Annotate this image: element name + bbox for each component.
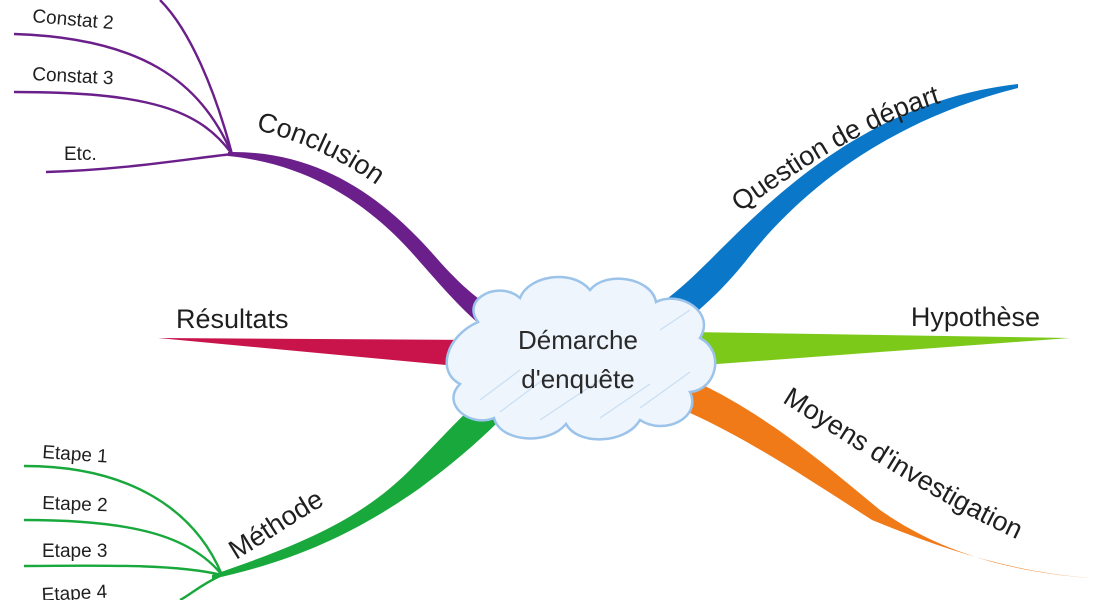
label-etape-4: Etape 4 bbox=[41, 582, 108, 600]
hypothese-branch bbox=[688, 332, 1070, 366]
etape-3-branch bbox=[23, 564, 223, 577]
constat-1-branch bbox=[159, 0, 234, 155]
resultats-branch bbox=[158, 338, 480, 368]
constat-3-branch bbox=[13, 90, 233, 155]
center-title-line-1: Démarche bbox=[518, 325, 638, 355]
moyens-branch bbox=[688, 378, 1090, 578]
label-etape-1: Etape 1 bbox=[42, 442, 109, 468]
label-hypothese: Hypothèse bbox=[911, 302, 1040, 332]
etc-branch bbox=[45, 152, 233, 174]
label-question-de-depart: Question de départ bbox=[726, 80, 943, 217]
central-cloud: Démarche d'enquête bbox=[445, 275, 717, 441]
etape-1-branch bbox=[23, 464, 224, 576]
etape-2-branch bbox=[23, 518, 223, 576]
label-question-text: Question de départ bbox=[726, 80, 943, 217]
constat-2-branch bbox=[13, 32, 234, 155]
label-constat-3: Constat 3 bbox=[32, 64, 114, 89]
cloud-shape bbox=[445, 275, 717, 441]
label-etape-3: Etape 3 bbox=[42, 541, 108, 562]
center-title-line-2: d'enquête bbox=[521, 364, 634, 394]
label-constat-2: Constat 2 bbox=[32, 6, 115, 34]
label-etape-2: Etape 2 bbox=[42, 493, 108, 516]
methode-sub-branches bbox=[23, 464, 224, 600]
cloud-shading bbox=[479, 309, 691, 421]
label-etc: Etc. bbox=[64, 144, 97, 165]
conclusion-sub-branches bbox=[13, 0, 234, 174]
question-branch bbox=[668, 84, 1018, 318]
etape-4-branch bbox=[179, 573, 223, 600]
label-resultats: Résultats bbox=[176, 304, 289, 334]
